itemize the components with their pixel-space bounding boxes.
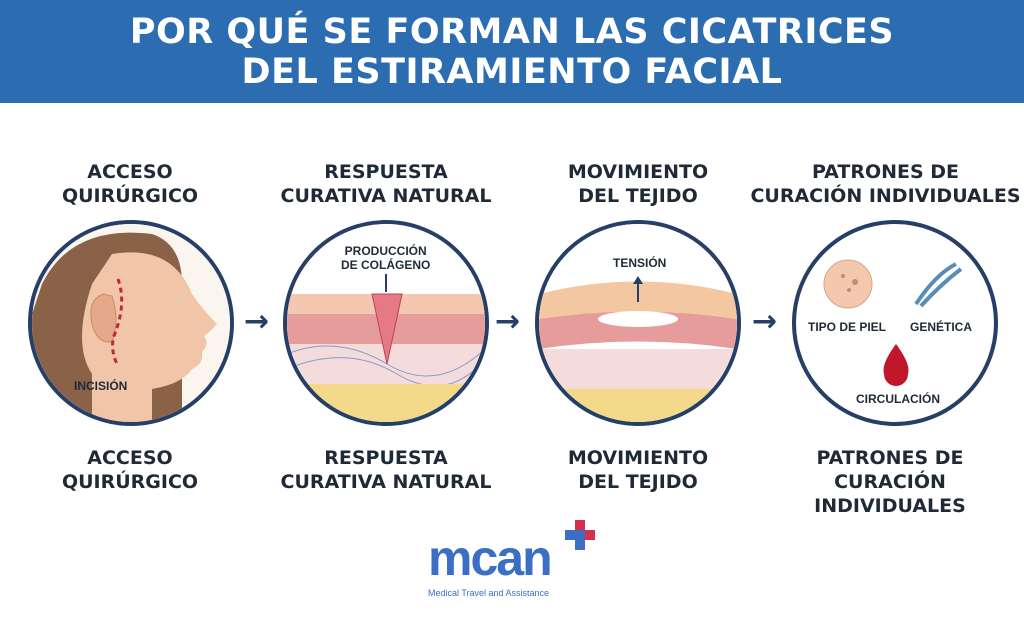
genetics-label: GENÉTICA (910, 320, 973, 334)
skin-type-label: TIPO DE PIEL (808, 320, 887, 334)
incision-label: INCISIÓN (74, 379, 128, 393)
title-line-1: POR QUÉ SE FORMAN LAS CICATRICES (129, 12, 895, 52)
mcan-logo: mcan Medical Travel and Assistance (425, 518, 605, 608)
tension-label: TENSIÓN (613, 256, 667, 270)
logo-tagline: Medical Travel and Assistance (428, 588, 550, 598)
title-line-2: DEL ESTIRAMIENTO FACIAL (241, 52, 783, 92)
arrow-right-icon: → (752, 304, 778, 339)
logo-name: mcan (428, 530, 553, 586)
tissue-movement-illustration: TENSIÓN (535, 220, 741, 426)
circulation-label: CIRCULACIÓN (856, 392, 940, 406)
arrow-right-icon: → (495, 304, 521, 339)
individual-patterns-illustration: TIPO DE PIEL GENÉTICA CIRCULACIÓN (792, 220, 998, 426)
surgical-access-illustration: INCISIÓN (28, 220, 234, 426)
arrow-right-icon: → (244, 304, 270, 339)
header-banner: POR QUÉ SE FORMAN LAS CICATRICES DEL EST… (0, 0, 1024, 103)
cross-icon (565, 520, 595, 550)
